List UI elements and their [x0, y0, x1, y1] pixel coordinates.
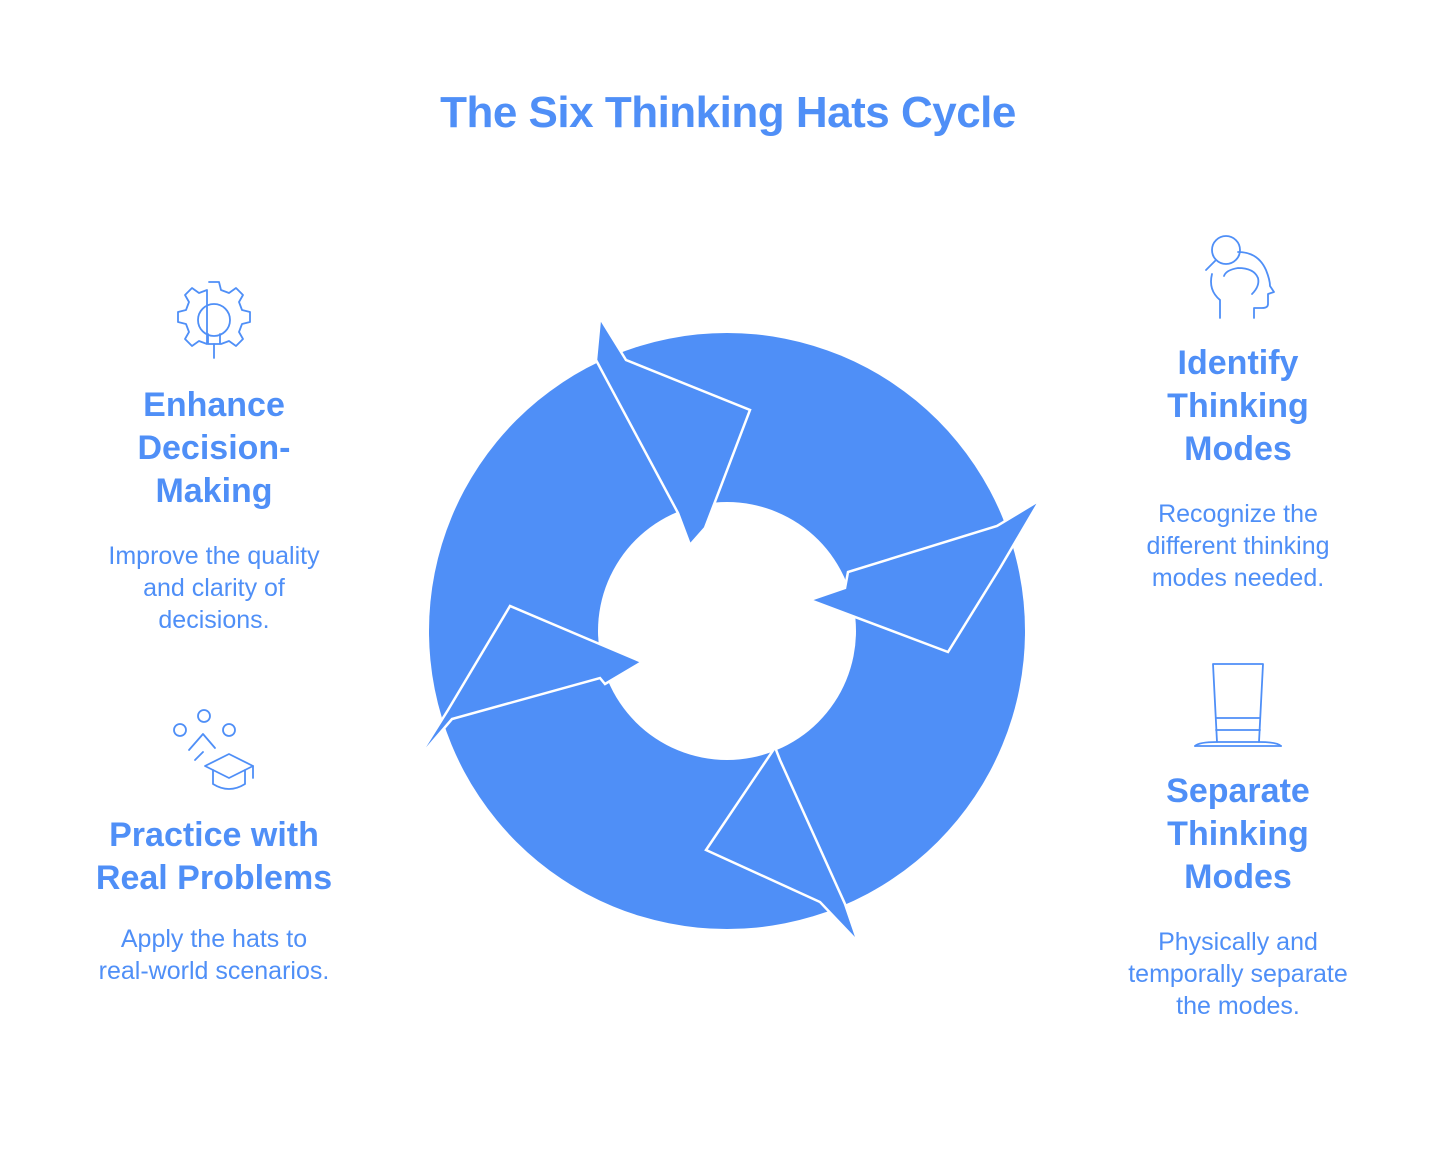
step-description: Apply the hats to real-world scenarios.: [98, 925, 330, 985]
step-description: Physically and temporally separate the m…: [1128, 928, 1348, 1020]
cycle-ring: [429, 333, 1025, 929]
step-practice-with-real-problems: Practice with Real Problems Apply the ha…: [74, 706, 354, 987]
step-heading: Identify Thinking Modes: [1167, 344, 1309, 468]
cycle-diagram: [414, 314, 1042, 943]
step-heading: Practice with Real Problems: [95, 816, 333, 897]
step-identify-thinking-modes: Identify Thinking Modes Recognize the di…: [1108, 234, 1368, 594]
step-description: Improve the quality and clarity of decis…: [108, 542, 320, 634]
step-heading: Enhance Decision- Making: [137, 386, 291, 510]
step-enhance-decision-making: Enhance Decision- Making Improve the qua…: [84, 278, 344, 636]
cycle-arrow-right: [806, 498, 1042, 654]
step-heading: Separate Thinking Modes: [1166, 772, 1310, 896]
gear-lightbulb-icon: [177, 281, 251, 359]
step-description: Recognize the different thinking modes n…: [1146, 500, 1330, 592]
cycle-arrow-top: [594, 314, 752, 548]
graduation-cap-icon: [173, 709, 254, 790]
top-hat-icon: [1194, 663, 1282, 747]
step-separate-thinking-modes: Separate Thinking Modes Physically and t…: [1108, 662, 1368, 1022]
page-title: The Six Thinking Hats Cycle: [440, 88, 1016, 137]
head-magnifier-icon: [1205, 235, 1275, 319]
cycle-arrow-bottom: [704, 713, 860, 943]
cycle-arrow-left: [414, 604, 645, 762]
